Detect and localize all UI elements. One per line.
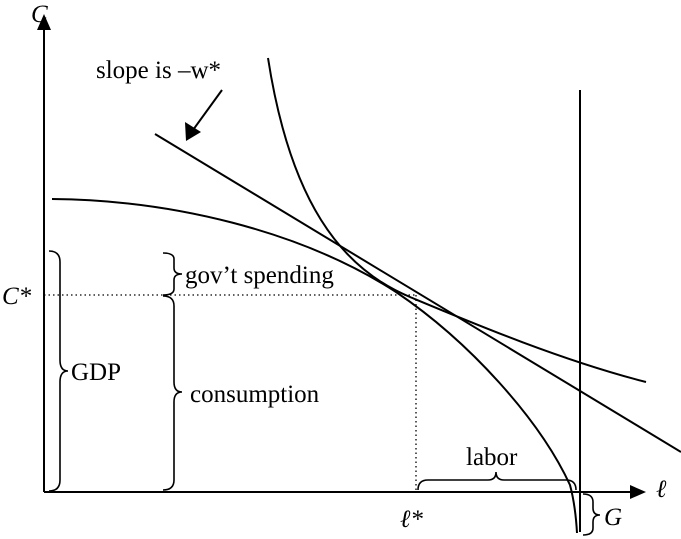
slope-arrow-head — [185, 122, 201, 141]
x-axis-arrowhead — [630, 485, 646, 499]
slope-label: slope is –w* — [96, 57, 221, 84]
tangent-line — [154, 133, 681, 453]
labor-brace — [417, 471, 577, 491]
l-star-label: ℓ* — [400, 506, 423, 533]
labor-label: labor — [466, 444, 518, 471]
consumption-label: consumption — [190, 381, 320, 408]
g-brace — [582, 493, 601, 536]
gov-spending-label: gov’t spending — [185, 262, 334, 289]
indifference-curve — [267, 57, 647, 383]
y-axis-label: C — [31, 1, 48, 28]
gdp-brace — [48, 250, 69, 492]
gdp-label: GDP — [71, 359, 121, 386]
c-star-label: C* — [2, 283, 32, 310]
slope-arrow-shaft — [192, 89, 223, 131]
consumption-brace — [162, 295, 183, 491]
y-axis-arrowhead — [37, 14, 51, 30]
production-frontier-curve — [51, 198, 578, 534]
x-axis-label: ℓ — [656, 476, 667, 503]
gov-spending-brace — [162, 252, 183, 296]
g-label: G — [604, 504, 622, 531]
